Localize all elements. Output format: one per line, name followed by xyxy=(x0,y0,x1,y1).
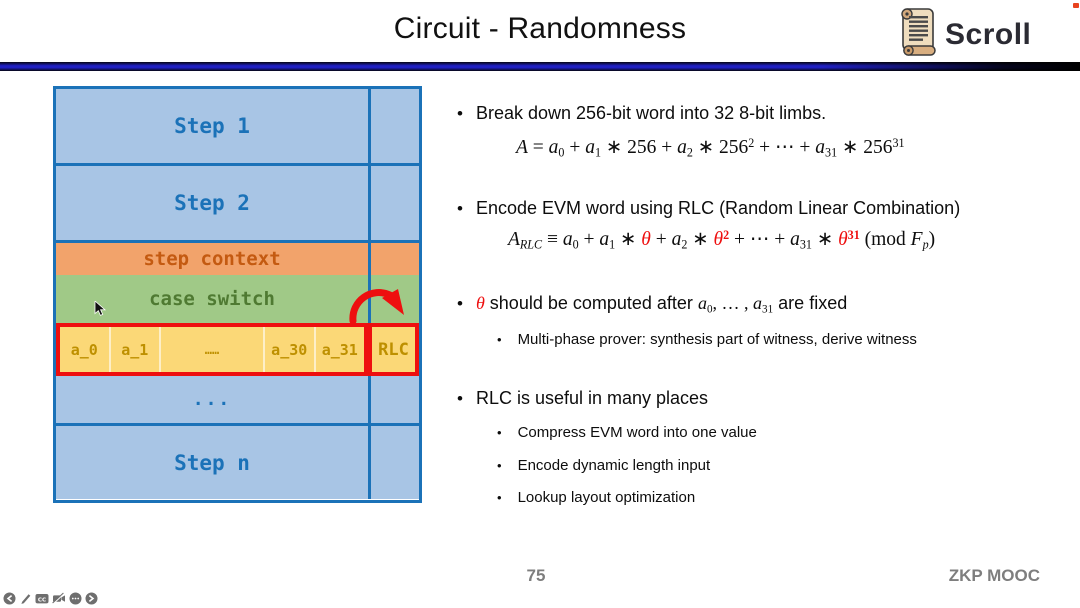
sub-bullet-lookup-layout: • Lookup layout optimization xyxy=(497,489,695,507)
page-number: 75 xyxy=(526,566,546,585)
formula-rlc-encoding: ARLC ≡ a0 + a1 ∗ θ + a2 ∗ θ2 + ⋯ + a31 ∗… xyxy=(508,227,936,252)
course-brand: ZKP MOOC xyxy=(948,566,1040,585)
mouse-cursor xyxy=(94,301,107,316)
sub-bullet-lookup-layout-text: Lookup layout optimization xyxy=(517,489,696,506)
step1-side-cell xyxy=(371,89,419,163)
rlc-cell: RLC xyxy=(368,323,419,376)
stepn-side-cell xyxy=(371,426,419,499)
column-divider xyxy=(368,243,371,275)
diagram-row-stepn: Step n xyxy=(56,426,419,499)
diagram-row-case-switch: case switch xyxy=(56,275,419,323)
row-divider xyxy=(56,240,419,243)
column-divider xyxy=(368,166,371,240)
step-context-label: step context xyxy=(143,248,281,270)
bullet-rlc-useful: • RLC is useful in many places xyxy=(457,388,708,411)
stepn-label: Step n xyxy=(174,450,250,475)
circuit-layout-diagram: Step 1 Step 2 step context case switch a… xyxy=(53,86,422,503)
scroll-parchment-icon xyxy=(898,6,940,63)
sub-bullet-compress: • Compress EVM word into one value xyxy=(497,424,757,442)
step2-label: Step 2 xyxy=(174,191,250,215)
closed-captions-button[interactable]: CC xyxy=(35,592,49,605)
video-player-controls: CC xyxy=(3,592,98,605)
record-indicator-dot xyxy=(1073,3,1079,8)
step1-label: Step 1 xyxy=(174,114,250,138)
limb-cell-a0: a_0 xyxy=(60,327,109,372)
bullet-marker: • xyxy=(497,458,502,473)
sub-bullet-compress-text: Compress EVM word into one value xyxy=(517,424,757,441)
bullet-theta-fixed: • θ should be computed after a0, … , a31… xyxy=(457,293,847,316)
limb-cell-a31: a_31 xyxy=(315,327,365,372)
sub-bullet-dynamic-length-text: Encode dynamic length input xyxy=(517,457,711,474)
case-switch-label: case switch xyxy=(149,288,275,310)
limb-cells-group: a_0 a_1 …… a_30 a_31 xyxy=(56,323,368,376)
diagram-row-limbs: a_0 a_1 …… a_30 a_31 RLC xyxy=(56,323,419,376)
bullet-marker: • xyxy=(497,332,502,347)
bullet-encode-rlc-text: Encode EVM word using RLC (Random Linear… xyxy=(475,198,961,218)
bullet-encode-rlc: • Encode EVM word using RLC (Random Line… xyxy=(457,198,960,221)
diagram-row-step2: Step 2 xyxy=(56,166,419,240)
title-divider-bar xyxy=(0,62,1080,71)
bullet-marker: • xyxy=(457,389,463,408)
red-curved-arrow xyxy=(349,289,404,325)
scroll-logo: Scroll xyxy=(898,6,1031,63)
svg-text:CC: CC xyxy=(38,597,46,603)
row-divider xyxy=(56,423,419,426)
previous-button[interactable] xyxy=(3,592,16,605)
bullet-break-down-text: Break down 256-bit word into 32 8-bit li… xyxy=(475,103,827,123)
draw-pen-button[interactable] xyxy=(19,592,32,605)
bullet-rlc-useful-text: RLC is useful in many places xyxy=(475,388,709,408)
bullet-marker: • xyxy=(457,294,463,313)
diagram-row-step1: Step 1 xyxy=(56,89,419,163)
ellipsis-side-cell xyxy=(371,376,419,423)
sub-bullet-multiphase-text: Multi-phase prover: synthesis part of wi… xyxy=(517,331,917,348)
limb-cell-a30: a_30 xyxy=(264,327,314,372)
limb-cell-a1: a_1 xyxy=(110,327,160,372)
ellipsis-row-label: ... xyxy=(192,389,232,410)
diagram-row-ellipsis: ... xyxy=(56,376,419,423)
bullet-break-down: • Break down 256-bit word into 32 8-bit … xyxy=(457,103,826,126)
bullet-marker: • xyxy=(497,490,502,505)
column-divider xyxy=(368,426,371,499)
bullet-marker: • xyxy=(457,199,463,218)
column-divider xyxy=(368,275,371,323)
bullet-marker: • xyxy=(497,425,502,440)
sub-bullet-multiphase: • Multi-phase prover: synthesis part of … xyxy=(497,331,917,349)
camera-off-button[interactable] xyxy=(52,592,66,605)
next-button[interactable] xyxy=(85,592,98,605)
bullet-theta-fixed-text: θ should be computed after a0, … , a31 a… xyxy=(475,293,848,316)
column-divider xyxy=(368,89,371,163)
row-divider xyxy=(56,163,419,166)
formula-limb-decomposition: A = a0 + a1 ∗ 256 + a2 ∗ 2562 + ⋯ + a31 … xyxy=(516,135,905,160)
more-options-button[interactable] xyxy=(69,592,82,605)
column-divider xyxy=(368,376,371,423)
limb-cell-ellipsis: …… xyxy=(161,327,263,372)
page-title: Circuit - Randomness xyxy=(393,12,687,45)
step2-side-cell xyxy=(371,166,419,240)
step-context-side-cell xyxy=(371,243,419,275)
diagram-row-step-context: step context xyxy=(56,243,419,275)
bullet-marker: • xyxy=(457,104,463,123)
sub-bullet-dynamic-length: • Encode dynamic length input xyxy=(497,457,710,475)
scroll-logo-text: Scroll xyxy=(945,17,1032,51)
